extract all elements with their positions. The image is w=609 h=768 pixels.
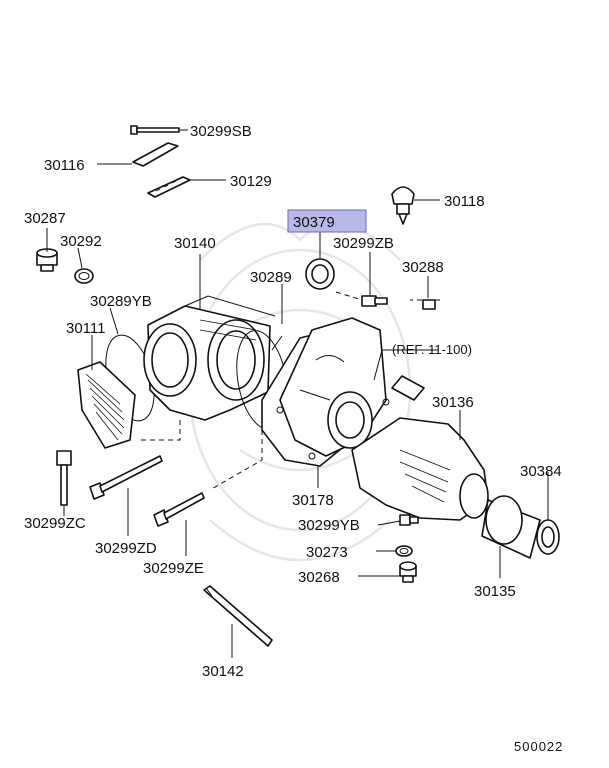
bolt-30299yb[interactable] xyxy=(399,514,419,526)
bolt-30299zc[interactable] xyxy=(56,450,72,506)
label-30379[interactable]: 30379 xyxy=(293,214,335,231)
leader-lines xyxy=(46,129,549,658)
highlight-30379 xyxy=(287,209,367,233)
oil-seal-30379[interactable] xyxy=(305,258,335,290)
callout-labels: 30299SB 30116 30129 30118 30287 30292 30… xyxy=(24,123,563,754)
label-30142[interactable]: 30142 xyxy=(202,663,244,680)
bolt-30299zb[interactable] xyxy=(361,295,388,307)
label-30289[interactable]: 30289 xyxy=(250,269,292,286)
label-30136[interactable]: 30136 xyxy=(432,394,474,411)
label-30299zb[interactable]: 30299ZB xyxy=(333,235,394,252)
plug-30287[interactable] xyxy=(36,248,58,272)
breather-30118[interactable] xyxy=(391,186,415,225)
label-30118[interactable]: 30118 xyxy=(444,193,485,210)
label-30384[interactable]: 30384 xyxy=(520,463,562,480)
bolt-30299ze[interactable] xyxy=(153,492,205,527)
ref-arrow xyxy=(382,375,425,406)
diagram-code: 500022 xyxy=(514,739,563,754)
reference-note[interactable]: (REF. 11-100) xyxy=(392,342,472,357)
label-30299yb[interactable]: 30299YB xyxy=(298,517,360,534)
bracket-30142[interactable] xyxy=(203,585,273,647)
label-30299zd[interactable]: 30299ZD xyxy=(95,540,157,557)
carrier-front[interactable] xyxy=(279,317,387,457)
label-30178[interactable]: 30178 xyxy=(292,492,334,509)
label-30116[interactable]: 30116 xyxy=(44,157,85,174)
bolt-30299zd[interactable] xyxy=(89,455,163,500)
oil-seal-30384[interactable] xyxy=(536,519,560,555)
gasket-30129[interactable] xyxy=(147,176,191,198)
washer-30273[interactable] xyxy=(395,545,413,557)
washer-30292[interactable] xyxy=(74,268,94,284)
label-30299sb[interactable]: 30299SB xyxy=(190,123,252,140)
label-30273[interactable]: 30273 xyxy=(306,544,348,561)
label-30289yb[interactable]: 30289YB xyxy=(90,293,152,310)
housing-30140[interactable] xyxy=(143,295,276,421)
label-30111[interactable]: 30111 xyxy=(66,320,106,337)
cover-30111[interactable] xyxy=(77,361,136,449)
label-30268[interactable]: 30268 xyxy=(298,569,340,586)
label-30299ze[interactable]: 30299ZE xyxy=(143,560,204,577)
label-30288[interactable]: 30288 xyxy=(402,259,444,276)
label-30299zc[interactable]: 30299ZC xyxy=(24,515,86,532)
label-30287[interactable]: 30287 xyxy=(24,210,66,227)
label-30129[interactable]: 30129 xyxy=(230,173,272,190)
carrier-case-30136[interactable] xyxy=(351,417,489,521)
label-30140[interactable]: 30140 xyxy=(174,235,216,252)
pin-30288[interactable] xyxy=(422,299,436,310)
label-30135[interactable]: 30135 xyxy=(474,583,516,600)
drain-plug-30268[interactable] xyxy=(399,561,417,583)
tube-30135[interactable] xyxy=(481,495,541,559)
label-30292[interactable]: 30292 xyxy=(60,233,102,250)
bolt-30299sb[interactable] xyxy=(130,125,180,135)
plate-30116[interactable] xyxy=(132,142,179,167)
